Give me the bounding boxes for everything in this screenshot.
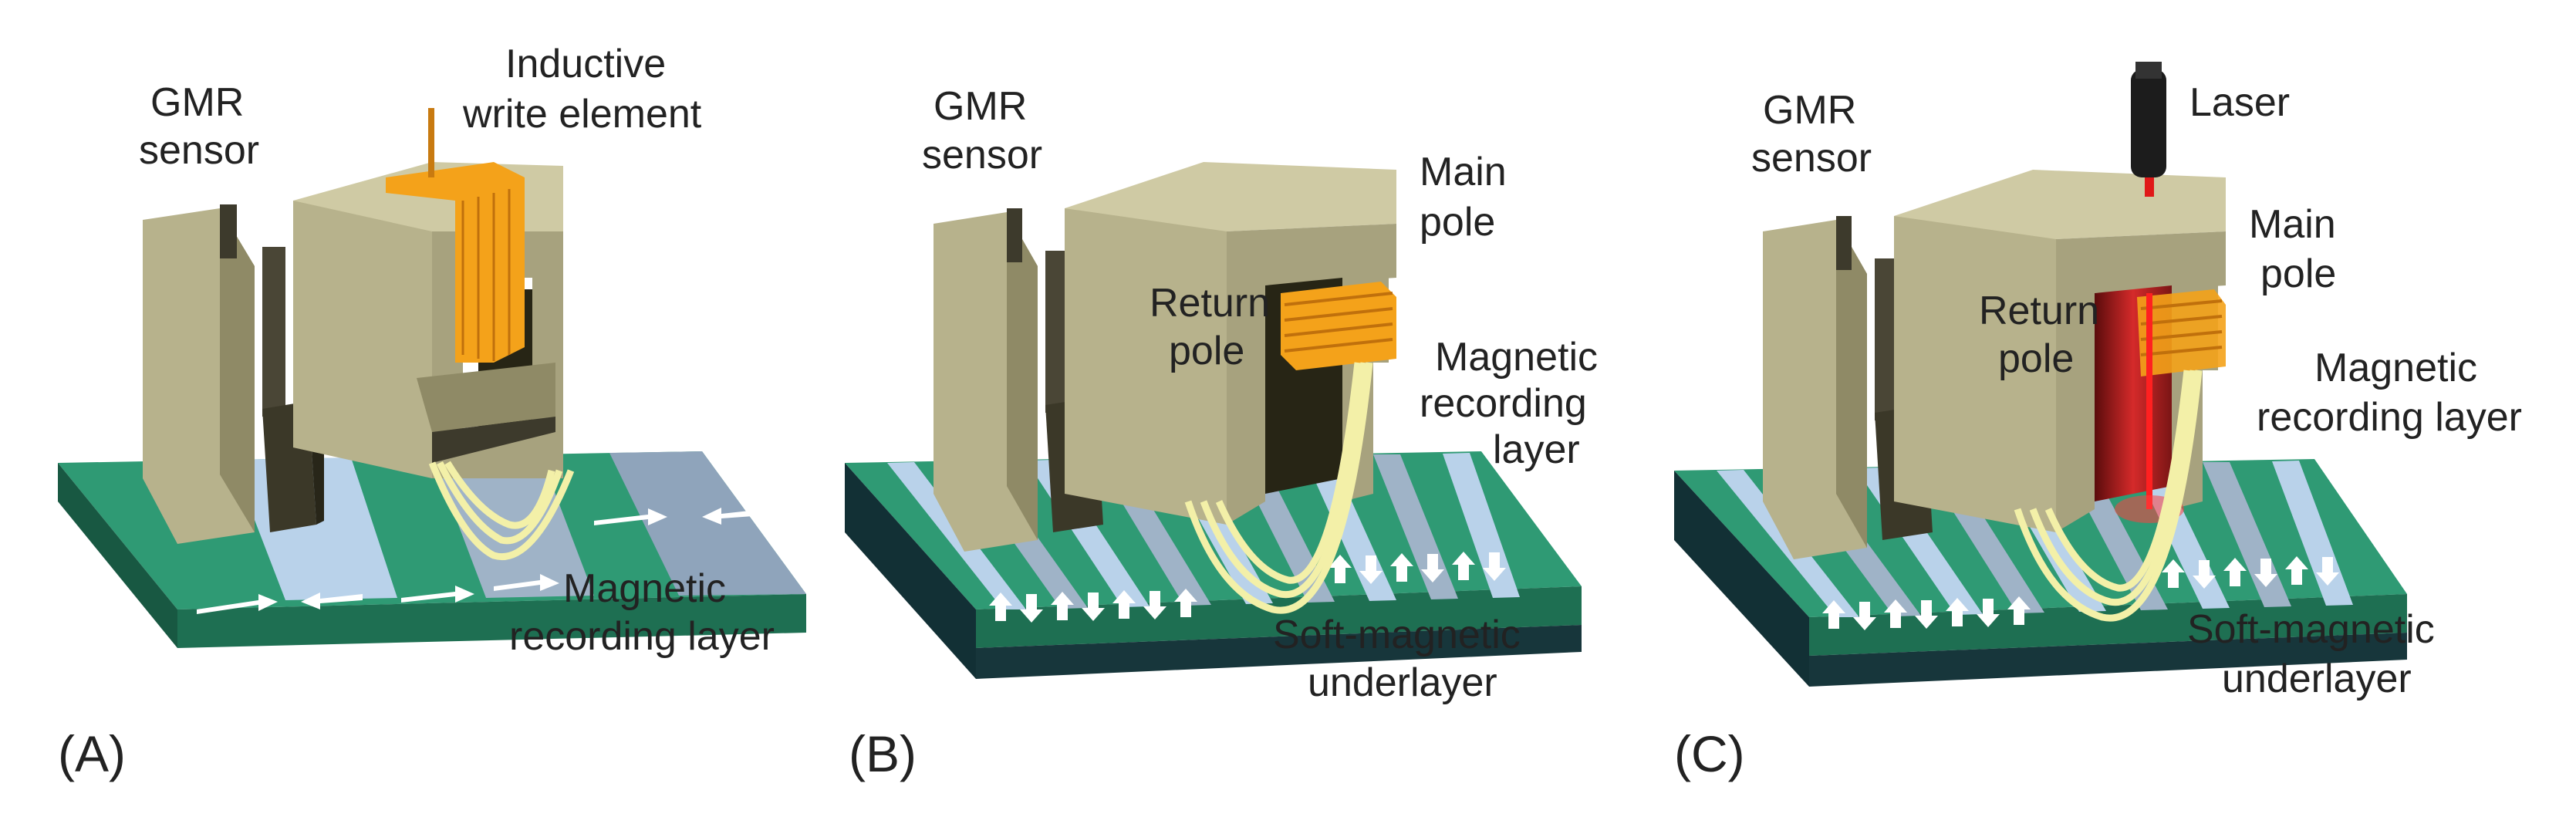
bit-arrow (1483, 552, 1506, 581)
svg-text:GMR: GMR (1763, 88, 1856, 133)
bit-arrow (2162, 559, 2185, 588)
svg-text:sensor: sensor (922, 133, 1042, 177)
write-coil-a (386, 108, 525, 363)
bit-arrow (1051, 592, 1074, 620)
bit-arrow (989, 592, 1012, 621)
svg-text:sensor: sensor (1751, 136, 1872, 181)
bit-arrow (1082, 592, 1105, 621)
bit-arrow (494, 574, 559, 591)
label-write-element: Inductive write element (462, 42, 702, 137)
bit-arrow (2007, 596, 2031, 625)
bit-arrow (1390, 553, 1413, 582)
label-gmr-sensor-a: GMR sensor (139, 80, 259, 173)
bit-arrow (401, 586, 474, 603)
label-return-pole-b: Return pole (1150, 281, 1270, 373)
svg-text:Return: Return (1979, 289, 2099, 333)
svg-text:Magnetic: Magnetic (563, 566, 726, 611)
panel-label-b: (B) (849, 725, 917, 782)
bit-arrow (1174, 589, 1197, 617)
bit-arrow (1452, 552, 1475, 580)
bit-arrow (301, 592, 363, 609)
bit-arrow (2193, 560, 2216, 589)
svg-text:Inductive: Inductive (505, 42, 666, 86)
svg-text:Laser: Laser (2189, 80, 2290, 125)
label-recording-layer-b: Magnetic recording layer (1420, 335, 1598, 472)
svg-text:pole: pole (2260, 252, 2336, 296)
bit-arrow (1329, 555, 1352, 583)
panel-label-a: (A) (58, 725, 126, 782)
panel-label-c: (C) (1674, 725, 1745, 782)
svg-text:write element: write element (462, 92, 702, 137)
label-underlayer-c: Soft-magnetic underlayer (2187, 607, 2435, 701)
bit-arrow (594, 508, 667, 525)
bit-arrow (2254, 559, 2277, 587)
label-gmr-sensor-b: GMR sensor (922, 84, 1042, 177)
panel-c: Laser GMR sensor Main pole Return pole M… (1674, 62, 2522, 782)
label-main-pole-c: Main pole (2249, 202, 2336, 296)
bit-arrow (2285, 556, 2308, 585)
svg-text:Soft-magnetic: Soft-magnetic (1273, 613, 1521, 657)
laser-source (2131, 62, 2166, 197)
panel-a: GMR sensor Inductive write element Magne… (58, 42, 806, 782)
bit-arrow (702, 508, 764, 525)
svg-text:recording: recording (1420, 381, 1587, 426)
bit-arrow (2223, 558, 2247, 586)
svg-text:Soft-magnetic: Soft-magnetic (2187, 607, 2435, 652)
svg-text:pole: pole (1998, 336, 2074, 381)
bit-arrow (1359, 555, 1383, 584)
svg-text:Main: Main (2249, 202, 2336, 247)
return-pole-c (1894, 170, 2226, 532)
panel-b: GMR sensor Main pole Return pole Magneti… (845, 84, 1598, 782)
field-lines-b (1184, 362, 1373, 614)
gmr-sensor-b (934, 208, 1103, 552)
field-lines-a (428, 461, 575, 560)
svg-text:pole: pole (1420, 200, 1495, 245)
bit-arrow (1884, 599, 1907, 628)
svg-text:Magnetic: Magnetic (1435, 335, 1598, 380)
write-coil-b (1281, 282, 1396, 370)
bit-arrow (1977, 599, 2000, 627)
svg-text:GMR: GMR (934, 84, 1027, 129)
label-recording-layer-c: Magnetic recording layer (2257, 346, 2522, 440)
bit-arrow (1143, 591, 1166, 620)
bit-arrow (1822, 600, 1845, 629)
label-gmr-sensor-c: GMR sensor (1751, 88, 1872, 181)
svg-text:sensor: sensor (139, 128, 259, 173)
bit-arrow (1853, 602, 1876, 630)
label-return-pole-c: Return pole (1979, 289, 2099, 381)
bit-arrow (1421, 554, 1444, 582)
svg-text:Main: Main (1420, 150, 1507, 194)
label-underlayer-b: Soft-magnetic underlayer (1273, 613, 1521, 705)
svg-text:Return: Return (1150, 281, 1270, 326)
svg-text:pole: pole (1169, 329, 1244, 373)
svg-text:recording layer: recording layer (2257, 395, 2522, 440)
label-laser: Laser (2189, 80, 2290, 125)
svg-text:underlayer: underlayer (2222, 657, 2412, 701)
label-main-pole-b: Main pole (1420, 150, 1507, 245)
bit-arrow (1112, 590, 1136, 619)
bit-arrow (2316, 557, 2339, 586)
svg-text:underlayer: underlayer (1308, 660, 1497, 705)
svg-text:GMR: GMR (150, 80, 244, 125)
bit-arrow (1915, 600, 1938, 629)
svg-text:layer: layer (1493, 427, 1580, 472)
bit-arrow (1946, 598, 1969, 626)
field-lines-c (2014, 370, 2203, 622)
bit-arrow (1020, 594, 1043, 623)
bit-arrow (197, 594, 278, 614)
label-recording-layer-a: Magnetic recording layer (509, 566, 775, 659)
svg-text:Magnetic: Magnetic (2314, 346, 2477, 390)
svg-text:recording layer: recording layer (509, 614, 775, 659)
